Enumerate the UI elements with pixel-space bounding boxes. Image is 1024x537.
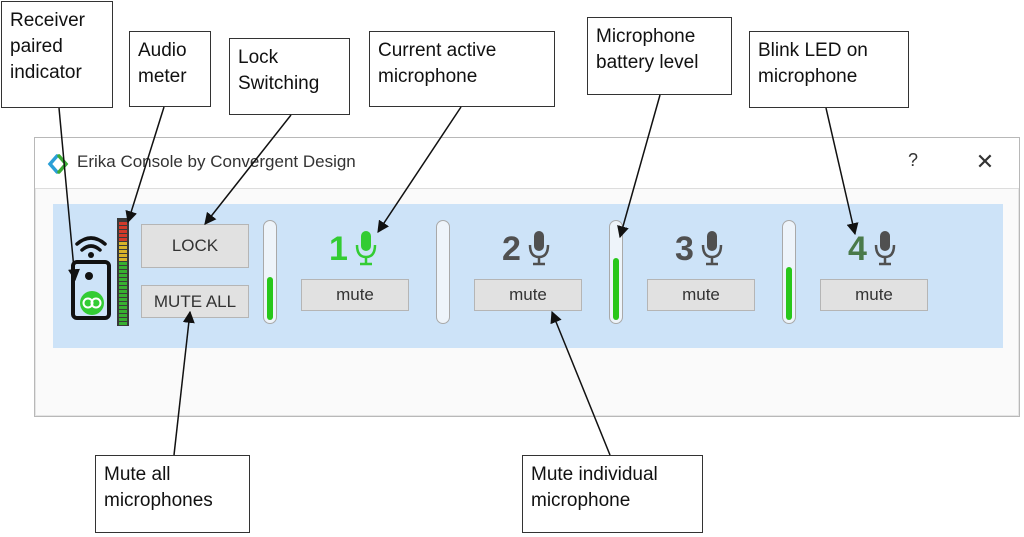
mute-button-mic-4[interactable]: mute [820,279,928,311]
audio-meter-segment [119,262,127,265]
callout-blink-led: Blink LED on microphone [749,31,909,108]
lock-button-label: LOCK [171,236,219,255]
mute-button-mic-3[interactable]: mute [647,279,755,311]
microphone-icon [701,231,723,266]
audio-meter-segment [119,266,127,269]
audio-meter-segment [119,290,127,293]
audio-meter-segment [119,226,127,229]
window-title: Erika Console by Convergent Design [77,152,356,171]
audio-meter-segment [119,298,127,301]
erika-console-window: Erika Console by Convergent Design ? ✕ L… [34,137,1020,417]
audio-meter-segment [119,238,127,241]
microphone-icon [528,231,550,266]
audio-meter-segment [119,282,127,285]
mute-all-button[interactable]: MUTE ALL [141,285,249,318]
audio-meter-segment [119,322,127,325]
callout-receiver-paired: Receiver paired indicator [1,1,113,108]
mute-button-label: mute [509,285,547,304]
audio-meter-segment [119,222,127,225]
audio-meter-segment [119,270,127,273]
callout-mute-all: Mute all microphones [95,455,250,533]
audio-meter-segment [119,254,127,257]
callout-mute-individual: Mute individual microphone [522,455,703,533]
battery-level-meter [782,220,796,324]
audio-meter-segment [119,314,127,317]
callout-current-active: Current active microphone [369,31,555,107]
audio-meter-segment [119,278,127,281]
callout-audio-meter: Audio meter [129,31,211,107]
audio-meter-segment [119,230,127,233]
mute-button-label: mute [855,285,893,304]
callout-battery-level: Microphone battery level [587,17,732,95]
mute-all-button-label: MUTE ALL [153,292,237,311]
audio-meter-segment [119,318,127,321]
battery-level-fill [613,258,619,320]
audio-meter-segment [119,310,127,313]
battery-level-fill [267,277,273,320]
title-bar: Erika Console by Convergent Design ? ✕ [35,138,1019,189]
audio-meter-segment [119,234,127,237]
battery-level-fill [786,267,792,320]
lock-button[interactable]: LOCK [141,224,249,268]
audio-meter-segment [119,258,127,261]
audio-meter-segment [119,286,127,289]
microphone-icon [355,231,377,266]
microphone-number: 3 [675,230,694,268]
help-button[interactable]: ? [907,150,918,170]
audio-meter-segment [119,242,127,245]
mute-button-mic-2[interactable]: mute [474,279,582,311]
audio-meter-segment [119,302,127,305]
close-button[interactable]: ✕ [975,149,995,174]
microphone-icon [874,231,896,266]
microphone-number: 1 [329,230,348,268]
mute-button-label: mute [336,285,374,304]
battery-level-meter [609,220,623,324]
audio-meter-segment [119,250,127,253]
console-panel: LOCK MUTE ALL 1 mute 2 mute 3 mute 4 mute [53,204,1003,348]
microphone-number: 4 [848,230,867,268]
convergent-logo-icon [47,154,69,174]
audio-meter-segment [119,294,127,297]
audio-meter-segment [119,246,127,249]
mute-button-label: mute [682,285,720,304]
battery-level-meter [263,220,277,324]
mute-button-mic-1[interactable]: mute [301,279,409,311]
microphone-number: 2 [502,230,521,268]
battery-level-meter [436,220,450,324]
audio-meter [117,218,129,326]
audio-meter-segment [119,306,127,309]
audio-meter-segment [119,274,127,277]
callout-lock-switching: Lock Switching [229,38,350,115]
receiver-paired-icon [71,236,111,320]
